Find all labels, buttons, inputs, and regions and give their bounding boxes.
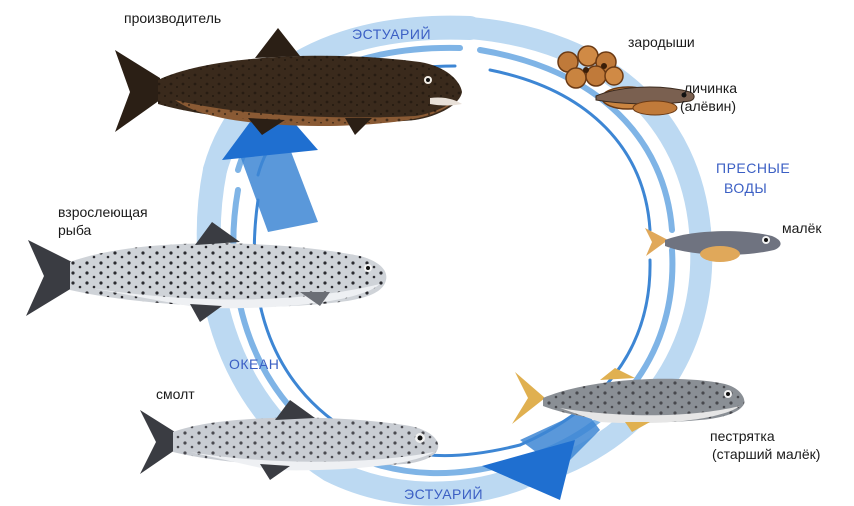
label-larva-line2: (алёвин)	[680, 98, 736, 115]
label-larva-line1: личинка	[684, 80, 737, 97]
label-parr-line2: (старший малёк)	[712, 446, 820, 463]
zone-estuary-top: ЭСТУАРИЙ	[352, 26, 431, 43]
label-maturing-line1: взрослеющая	[58, 204, 148, 221]
label-embryos: зародыши	[628, 34, 695, 51]
zone-freshwater-line2: ВОДЫ	[724, 180, 767, 197]
label-smolt: смолт	[156, 386, 195, 403]
spawner-fish	[115, 28, 462, 135]
zone-ocean: ОКЕАН	[229, 356, 279, 373]
label-parr-line1: пестрятка	[710, 428, 775, 445]
label-fry: малёк	[782, 220, 822, 237]
egg-cluster	[558, 46, 623, 88]
label-maturing-line2: рыба	[58, 222, 91, 239]
zone-estuary-bottom: ЭСТУАРИЙ	[404, 486, 483, 503]
label-spawner: производитель	[124, 10, 221, 27]
zone-freshwater-line1: ПРЕСНЫЕ	[716, 160, 790, 177]
fry-fish	[645, 228, 781, 262]
parr-fish	[512, 368, 744, 432]
